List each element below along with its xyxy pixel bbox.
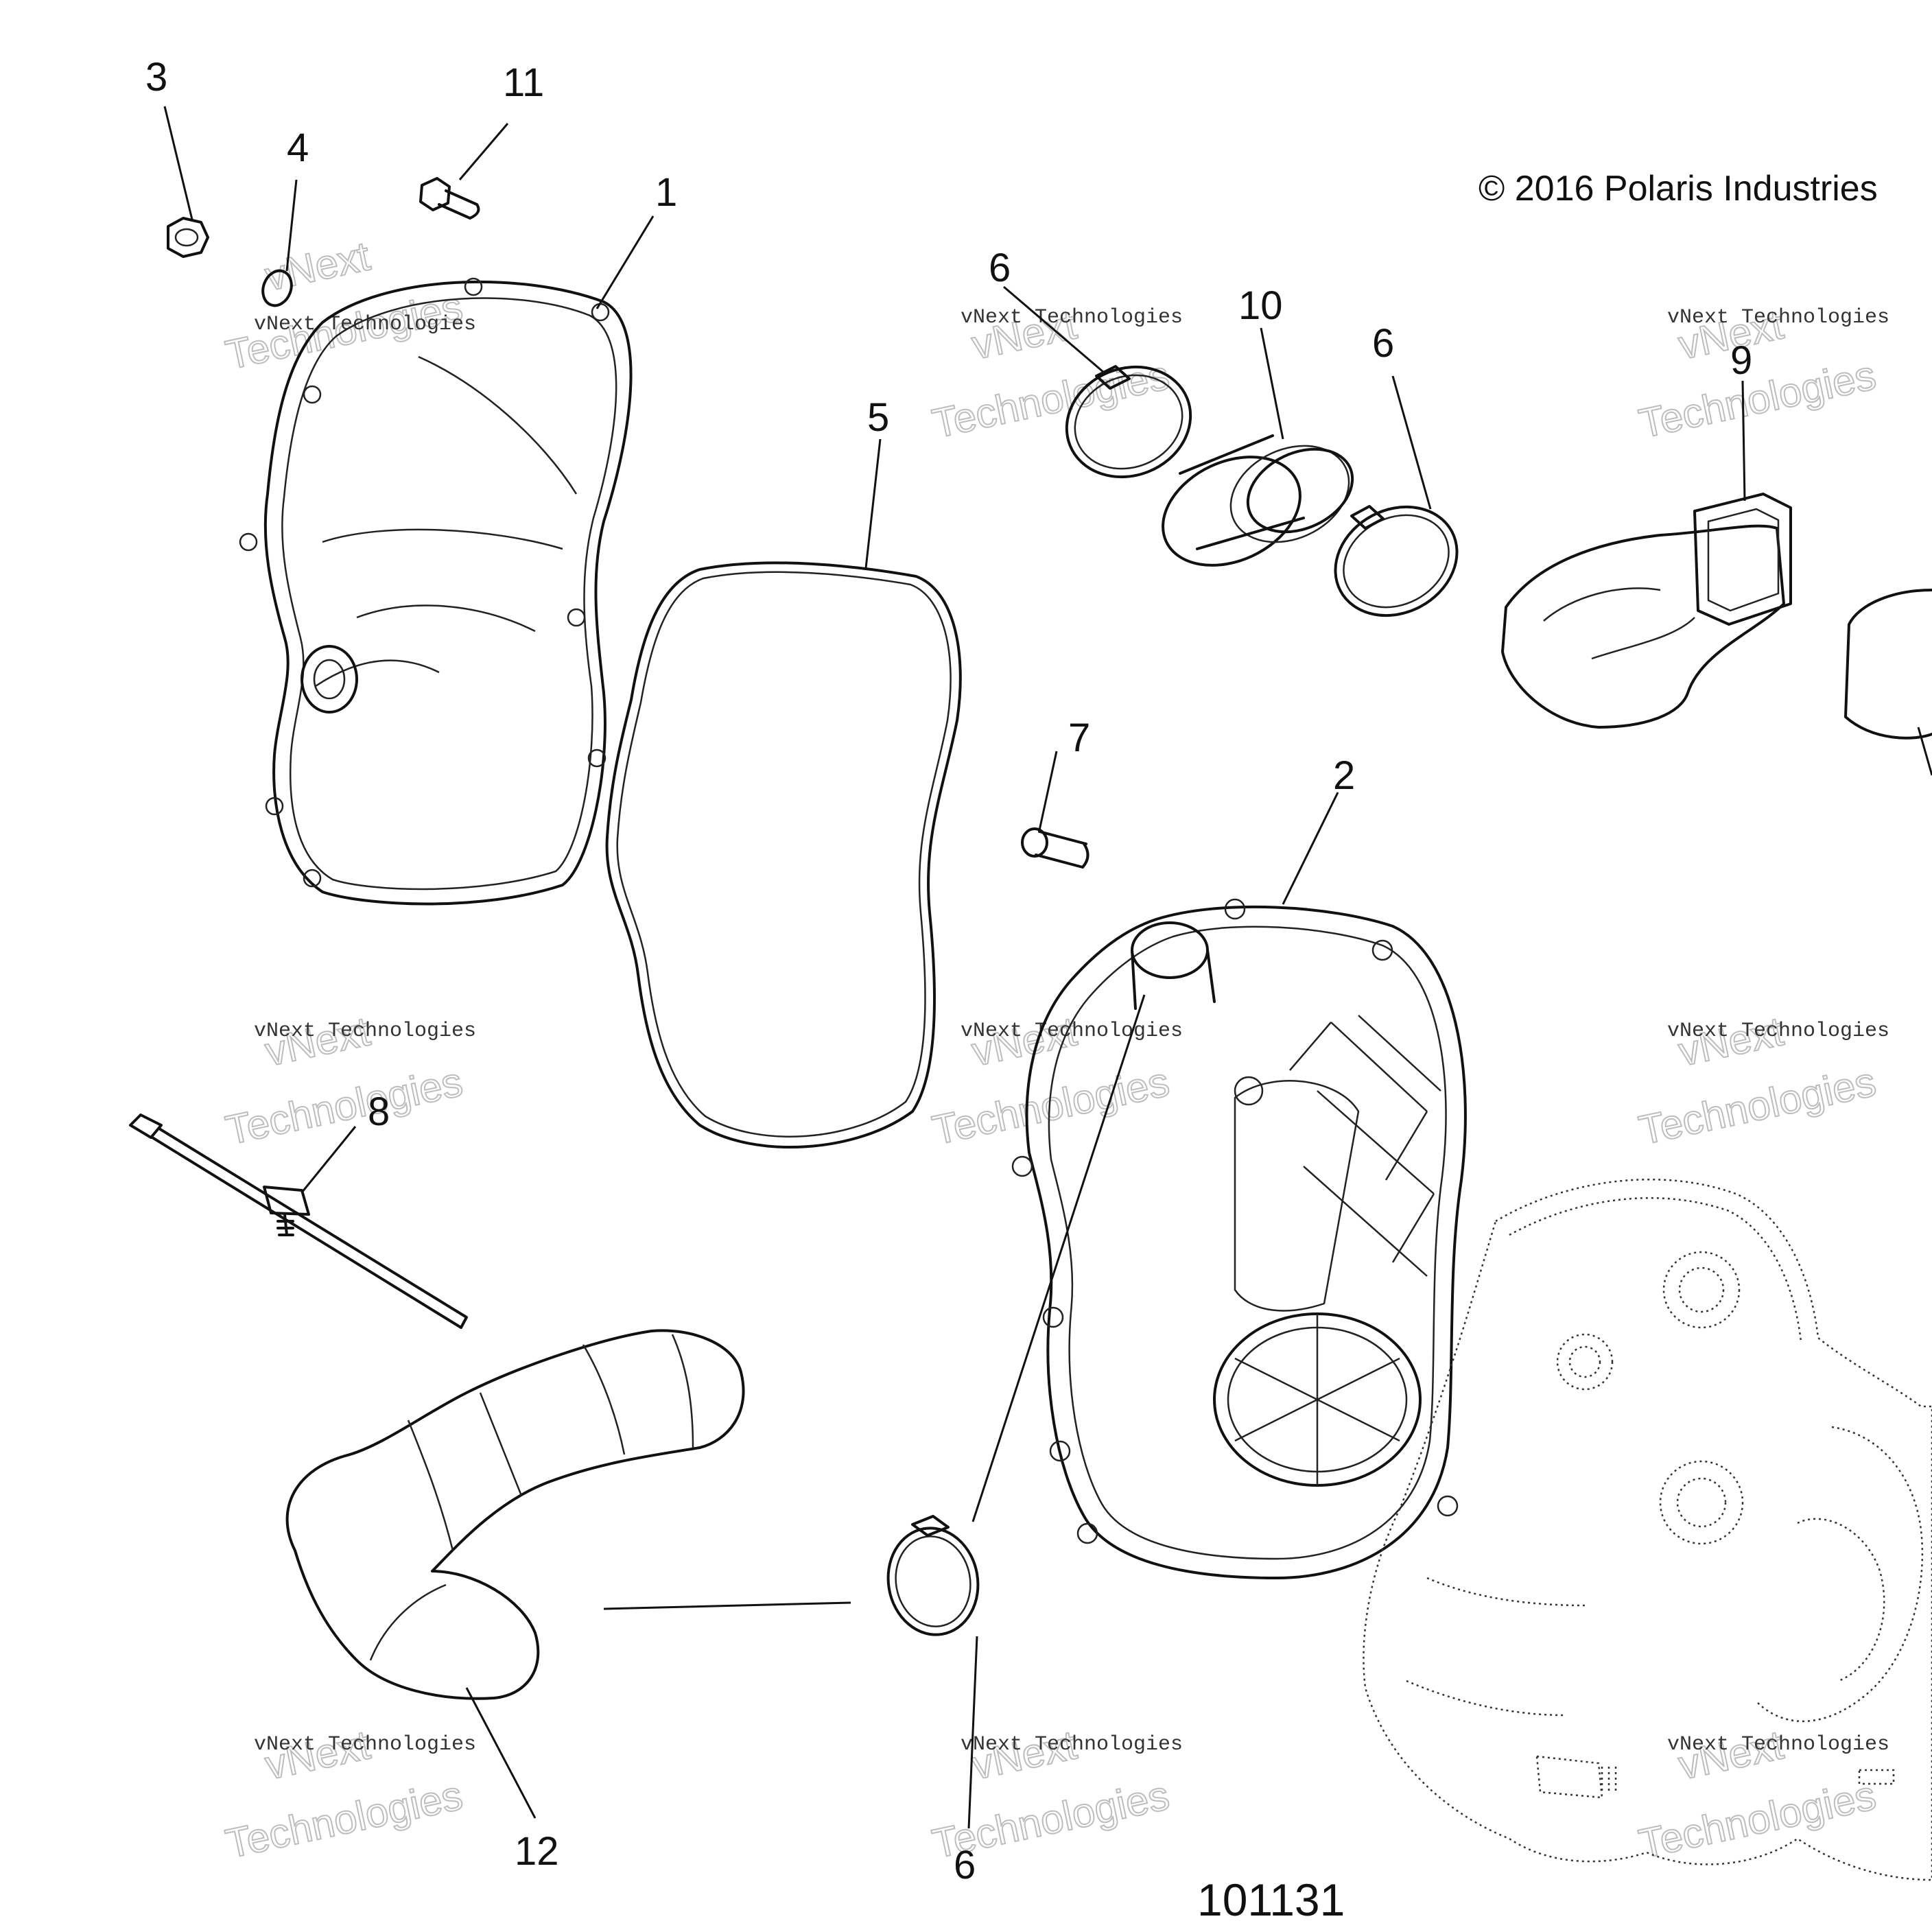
callout-6-middle: 6: [1372, 321, 1394, 366]
watermark-text: vNext Technologies: [254, 1733, 476, 1756]
copyright-text: © 2016 Polaris Industries: [1479, 169, 1878, 209]
leader-lines: [163, 106, 1746, 1829]
watermark-text: vNext Technologies: [1667, 306, 1889, 329]
callout-8: 8: [368, 1089, 390, 1134]
watermark: vNext Technologies: [221, 1007, 467, 1154]
part-6-clamp-middle: [1334, 505, 1459, 617]
callout-2: 2: [1333, 753, 1355, 798]
callout-10: 10: [1238, 283, 1283, 328]
callout-6-upper: 6: [989, 246, 1011, 290]
callout-5: 5: [867, 395, 889, 440]
part-partial-right-edge: [1844, 589, 1932, 776]
callout-11: 11: [503, 60, 544, 105]
callout-1: 1: [655, 170, 677, 215]
figure-number: 101131: [1197, 1874, 1345, 1925]
watermark-text: vNext Technologies: [1667, 1020, 1889, 1043]
callout-7: 7: [1068, 716, 1090, 760]
callout-4: 4: [287, 126, 309, 170]
watermark-text: vNext Technologies: [254, 1020, 476, 1043]
part-7-bolt: [1021, 827, 1089, 869]
part-12-intake-hose: [285, 1329, 745, 1700]
part-3-nut: [167, 217, 209, 258]
svg-text:Technologies: Technologies: [1635, 352, 1880, 447]
part-5-gasket-inner: [616, 571, 952, 1138]
part-8-cable-tie: [129, 1114, 468, 1329]
svg-text:Technologies: Technologies: [1635, 1059, 1880, 1153]
watermark-text: vNext Technologies: [254, 313, 476, 336]
callout-12: 12: [515, 1829, 559, 1874]
part-10-duct-coupler: [1162, 434, 1354, 567]
callout-9: 9: [1730, 338, 1752, 383]
part-1-clutch-cover: [239, 277, 633, 906]
callout-6-lower: 6: [954, 1843, 976, 1887]
part-2-inner-cover: [1011, 898, 1467, 1579]
part-5-gasket: [605, 561, 962, 1148]
watermarks: vNext Technologies vNext Technologies vN…: [221, 232, 1889, 1868]
watermark-text: vNext Technologies: [961, 1733, 1183, 1756]
svg-text:vNext: vNext: [261, 233, 374, 299]
watermark: vNext Technologies: [1634, 1721, 1881, 1868]
hose-connection-line: [603, 1601, 851, 1610]
watermark-text: vNext Technologies: [961, 306, 1183, 329]
svg-text:Technologies: Technologies: [1635, 1772, 1880, 1867]
watermark-text: vNext Technologies: [1667, 1733, 1889, 1756]
watermark: vNext Technologies: [221, 1721, 467, 1868]
engine-phantom: [1363, 1178, 1932, 1881]
part-6-clamp-lower: [886, 1515, 980, 1636]
svg-text:Technologies: Technologies: [222, 1772, 467, 1867]
part-6-clamp-upper: [1065, 365, 1192, 479]
callout-3: 3: [145, 55, 167, 99]
part-4-o-ring: [261, 269, 293, 307]
watermark: vNext Technologies: [221, 232, 467, 379]
watermark: vNext Technologies: [928, 1007, 1174, 1154]
part-9-intake-elbow: [1501, 493, 1792, 729]
part-11-bolt: [419, 177, 480, 220]
watermark: vNext Technologies: [1634, 1007, 1881, 1154]
svg-text:Technologies: Technologies: [928, 1059, 1173, 1153]
callouts: 3 4 11 1 5 6 10 6 9 7 2 8 12 6: [145, 55, 1752, 1887]
